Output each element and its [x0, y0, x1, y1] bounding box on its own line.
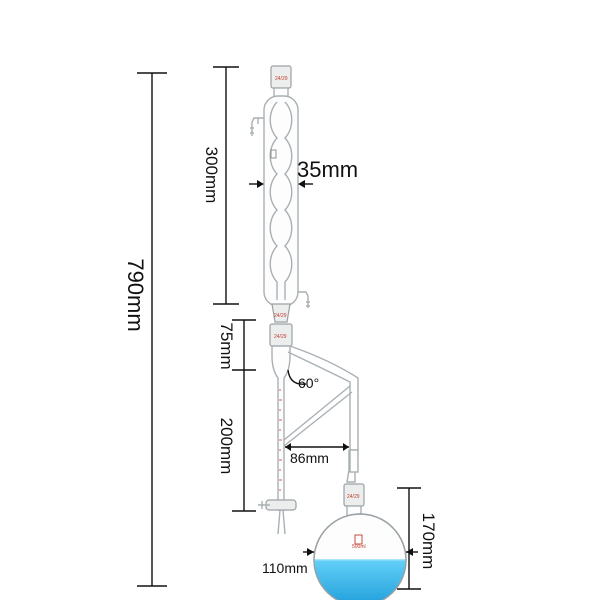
- adapter-top-joint-mark: 24/29: [274, 334, 287, 340]
- flask-diameter-dimension: 110mm: [262, 548, 418, 576]
- stopcock: [265, 499, 297, 511]
- top-joint-mark: 24/29: [275, 76, 288, 82]
- condenser-bottom-joint-mark: 24/29: [274, 313, 287, 319]
- adapter-height-label: 75mm: [217, 322, 236, 369]
- total-height-dimension: 790mm: [123, 72, 167, 587]
- graduations: [279, 389, 282, 491]
- condenser-diameter-label: 35mm: [297, 157, 358, 182]
- tube-length-dimension: 200mm: [217, 370, 256, 512]
- flask-height-label: 170mm: [419, 513, 438, 570]
- side-arm-width-dimension: 86mm: [285, 443, 349, 466]
- angle-label: 60°: [298, 375, 319, 391]
- condenser-length-dimension: 300mm: [202, 66, 239, 305]
- receiver-adapter: 24/29: [258, 323, 359, 535]
- diagonal-brace: [283, 385, 353, 447]
- tube-length-label: 200mm: [217, 418, 236, 475]
- condenser-bottom-joint: [271, 303, 291, 323]
- flask-height-dimension: 170mm: [397, 487, 438, 590]
- flask-diameter-label: 110mm: [262, 560, 308, 576]
- condenser-length-label: 300mm: [202, 147, 221, 204]
- angle-marker: 60°: [287, 369, 319, 391]
- flask-liquid: [314, 560, 406, 600]
- condenser-diameter-dimension: 35mm: [249, 157, 358, 188]
- total-height-label: 790mm: [123, 258, 148, 331]
- round-bottom-flask: 24/29 500ml: [313, 483, 407, 600]
- upper-hose-barb: [251, 117, 264, 136]
- adapter-height-dimension: 75mm: [217, 319, 256, 371]
- flask-joint-mark: 24/29: [347, 494, 360, 500]
- condenser: 24/29 24/29: [250, 65, 310, 323]
- flask-volume-mark: 500ml: [352, 544, 366, 550]
- side-arm-width-label: 86mm: [290, 450, 329, 466]
